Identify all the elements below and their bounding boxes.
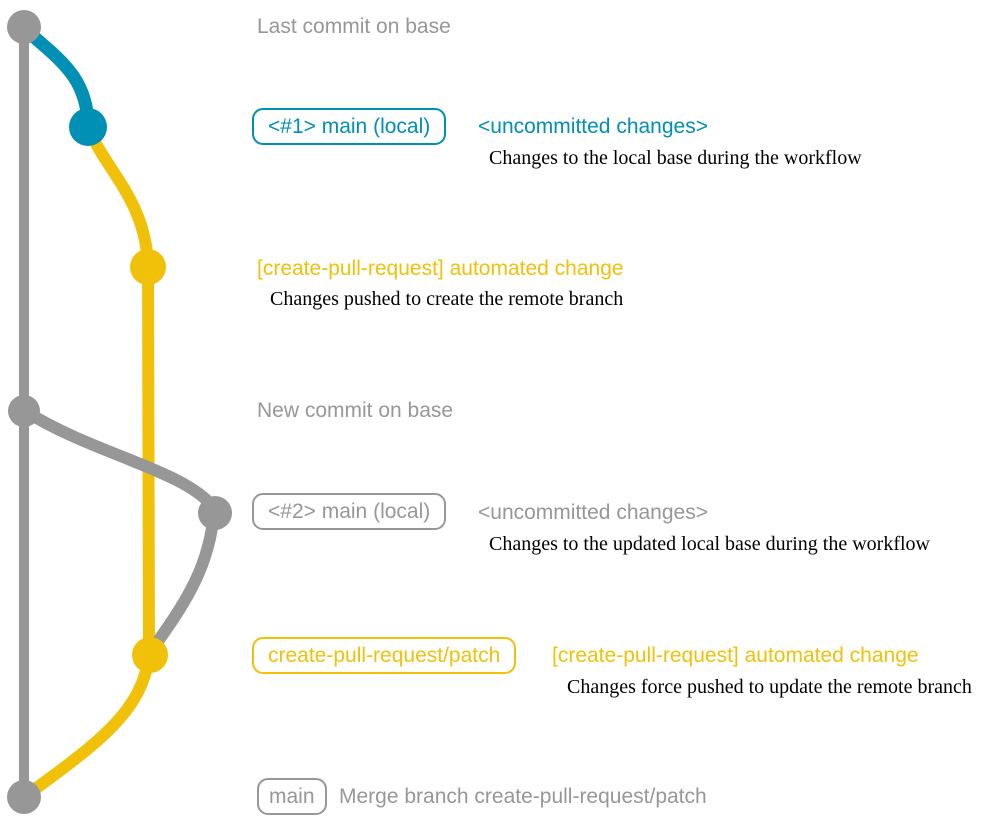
commit-detail-automated-2: Changes force pushed to update the remot… (567, 676, 972, 698)
branch-label-main-local-1: <#1> main (local) (252, 108, 447, 145)
commit-dot-last-base (7, 10, 41, 44)
local-main-2-branch-curve-in (146, 504, 220, 656)
commit-dot-new-base (8, 395, 40, 427)
branch-label-main-local-2-text: <#2> main (local) (268, 499, 431, 523)
commit-message-automated-2: [create-pull-request] automated change (552, 644, 919, 667)
commit-dot-automated-2 (132, 637, 168, 673)
commit-detail-automated-1: Changes pushed to create the remote bran… (270, 288, 624, 310)
commit-message-last-base: Last commit on base (257, 15, 451, 38)
patch-merge-curve (21, 649, 155, 801)
commit-message-automated-1: [create-pull-request] automated change (257, 257, 624, 280)
commit-dot-automated-1 (130, 249, 166, 285)
commit-message-uncommitted-1: <uncommitted changes> (478, 115, 708, 138)
commit-dot-merge (7, 780, 41, 814)
commit-message-uncommitted-2: <uncommitted changes> (478, 501, 708, 524)
branch-label-main: main (257, 778, 327, 815)
commit-detail-uncommitted-2: Changes to the updated local base during… (489, 533, 930, 555)
patch-branch-line (142, 260, 155, 661)
branch-label-main-text: main (269, 784, 315, 808)
local-main-2-branch-curve-out (19, 405, 220, 514)
commit-dot-uncommitted-2 (198, 496, 232, 530)
branch-label-main-local-1-text: <#1> main (local) (268, 114, 431, 138)
git-graph (7, 10, 232, 814)
commit-message-merge: Merge branch create-pull-request/patch (339, 785, 707, 808)
patch-branch-curve-out (82, 121, 154, 272)
commit-message-new-base: New commit on base (257, 399, 454, 422)
branch-label-patch: create-pull-request/patch (252, 637, 517, 674)
branch-label-main-local-2: <#2> main (local) (252, 493, 447, 530)
commit-dot-uncommitted-1 (69, 108, 107, 146)
branch-label-patch-text: create-pull-request/patch (268, 643, 501, 667)
commit-detail-uncommitted-1: Changes to the local base during the wor… (489, 147, 862, 169)
